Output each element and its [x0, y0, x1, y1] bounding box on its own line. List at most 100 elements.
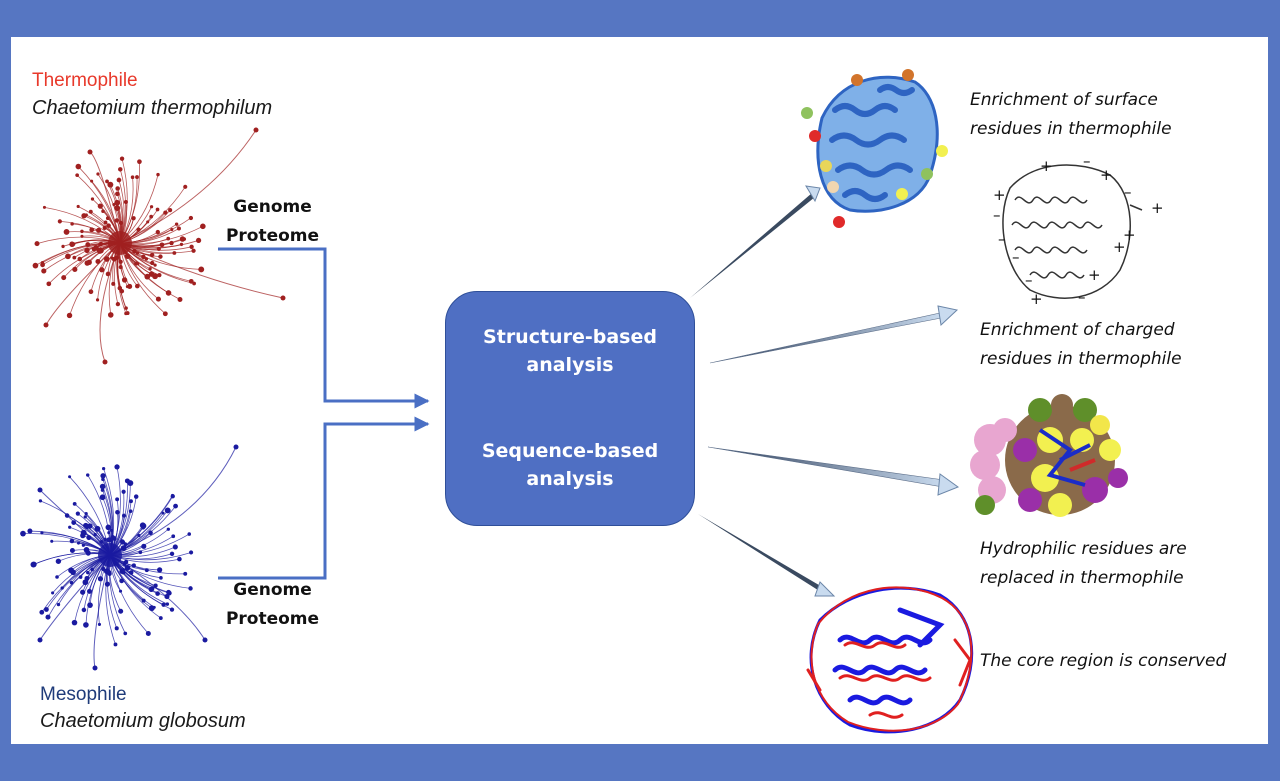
network-node — [133, 494, 139, 499]
protein-space-fill-image — [970, 394, 1128, 517]
network-node — [155, 296, 161, 302]
network-node — [75, 173, 79, 178]
network-edge — [99, 242, 121, 363]
network-node — [101, 566, 106, 572]
network-node — [97, 203, 103, 209]
network-node — [155, 207, 160, 212]
network-node — [55, 575, 59, 579]
thermophile-network — [32, 127, 286, 365]
network-node — [115, 509, 120, 515]
network-edge — [119, 186, 186, 244]
network-node — [135, 283, 140, 289]
output-arrow-1 — [690, 185, 821, 298]
network-node — [115, 497, 120, 502]
network-node — [84, 260, 90, 266]
network-node — [72, 255, 77, 260]
network-edge — [109, 554, 206, 641]
network-node — [171, 534, 176, 539]
network-node — [123, 631, 128, 636]
network-node — [89, 227, 95, 233]
network-node — [75, 163, 82, 170]
network-node — [87, 149, 93, 155]
top-input-labels: Genome Proteome — [210, 193, 335, 251]
network-node — [114, 464, 120, 470]
svg-text:+: + — [1100, 166, 1113, 184]
top-genome-label: Genome — [233, 197, 312, 217]
network-node — [116, 177, 122, 183]
network-node — [114, 255, 120, 260]
network-node — [69, 241, 75, 247]
network-node — [183, 184, 188, 189]
network-node — [144, 257, 149, 261]
network-node — [141, 543, 147, 549]
network-node — [165, 290, 172, 296]
network-node — [46, 281, 52, 287]
network-node — [125, 285, 129, 289]
network-node — [159, 576, 163, 580]
network-node — [131, 216, 136, 221]
network-node — [155, 591, 160, 596]
network-node — [166, 589, 171, 595]
network-node — [50, 539, 54, 543]
network-node — [168, 208, 173, 213]
network-node — [99, 483, 106, 490]
network-node — [55, 558, 62, 564]
network-node — [99, 494, 106, 501]
network-node — [30, 561, 37, 568]
network-node — [188, 586, 193, 591]
network-node — [152, 605, 156, 609]
network-node — [92, 665, 98, 671]
network-node — [43, 322, 49, 328]
network-node — [115, 186, 120, 191]
network-node — [169, 240, 174, 246]
network-hub — [98, 543, 122, 567]
network-node — [84, 512, 88, 516]
network-node — [37, 637, 43, 643]
network-node — [97, 576, 104, 582]
network-node — [156, 172, 160, 177]
network-node — [183, 571, 188, 576]
network-node — [42, 205, 46, 209]
network-node — [118, 265, 123, 270]
network-node — [80, 589, 86, 595]
network-node — [107, 312, 114, 318]
network-node — [90, 179, 94, 183]
network-node — [86, 473, 90, 477]
network-edge — [93, 554, 111, 669]
network-node — [170, 493, 175, 497]
network-node — [121, 489, 126, 494]
sequence-line-2: analysis — [526, 468, 614, 490]
network-node — [43, 607, 49, 612]
network-node — [148, 586, 154, 592]
network-node — [166, 527, 170, 531]
network-node — [20, 530, 26, 537]
network-node — [72, 266, 78, 272]
network-node — [195, 237, 202, 244]
network-node — [141, 598, 146, 603]
network-node — [153, 263, 157, 267]
network-node — [164, 507, 171, 514]
network-node — [45, 614, 51, 620]
bottom-input-labels: Genome Proteome — [210, 576, 335, 634]
network-node — [32, 262, 39, 269]
output-arrow-4 — [698, 514, 836, 597]
protein-surface-residues-image — [801, 69, 948, 228]
network-node — [80, 532, 86, 539]
network-node — [69, 548, 75, 554]
network-node — [107, 181, 114, 188]
network-node — [84, 247, 90, 254]
network-node — [87, 588, 92, 594]
network-edge — [89, 151, 121, 244]
network-node — [56, 602, 61, 607]
network-node — [119, 156, 125, 161]
network-node — [84, 213, 88, 217]
network-node — [119, 578, 125, 584]
network-node — [177, 556, 182, 562]
svg-text:–: – — [1124, 183, 1132, 201]
network-node — [134, 261, 139, 266]
network-node — [34, 241, 40, 247]
finding-charged-caption: Enrichment of charged residues in thermo… — [980, 320, 1182, 369]
svg-text:–: – — [1012, 248, 1020, 266]
network-node — [172, 544, 178, 550]
